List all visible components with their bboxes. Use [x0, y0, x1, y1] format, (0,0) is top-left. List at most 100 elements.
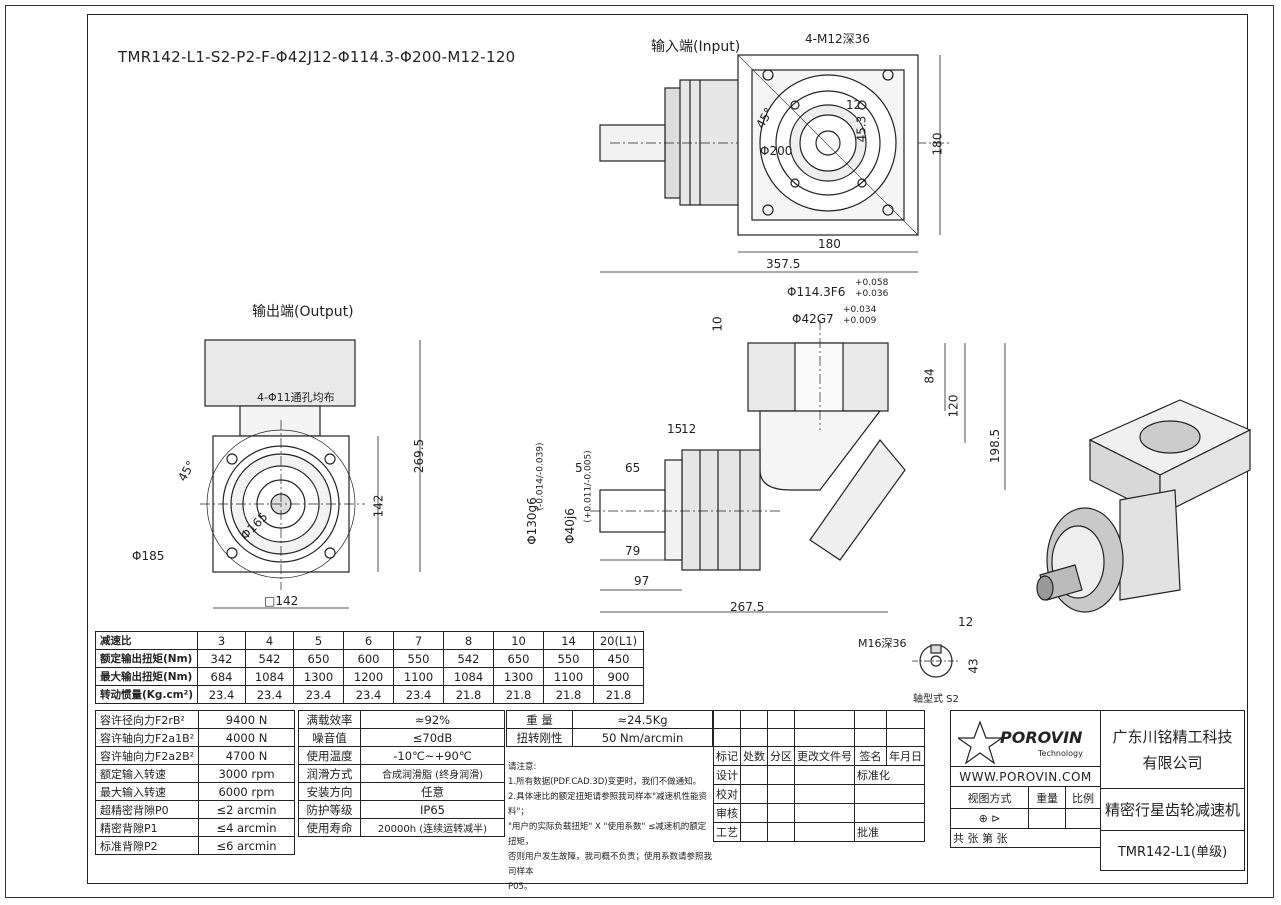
spec-value: 9400 N	[198, 710, 296, 729]
revision-table: 标记处数分区更改文件号签名年月日 设计标准化 校对 审核 工艺批准	[713, 710, 925, 842]
audit-label: 审核	[713, 803, 741, 823]
spec-label: 超精密背隙P0	[94, 800, 200, 819]
ratio-cell: 1200	[343, 667, 395, 686]
rev-header: 分区	[767, 746, 795, 766]
spec-value: 4700 N	[198, 746, 296, 765]
ratio-header-cell: 20(L1)	[593, 631, 645, 650]
ratio-row: 额定输出扭矩(Nm) 342 542 650 600 550 542 650 5…	[94, 649, 645, 668]
spec-label: 最大输入转速	[94, 782, 200, 801]
projection-symbol: ⊕ ⊳	[949, 808, 1030, 829]
spec-label: 使用寿命	[298, 818, 361, 837]
dim-input-bolts: 4-M12深36	[805, 32, 870, 46]
ratio-header-cell: 10	[493, 631, 545, 650]
logo-star-icon	[958, 720, 1004, 765]
dim-side-tol42b: +0.009	[843, 316, 877, 326]
spec-label: 容许轴向力F2a1B²	[94, 728, 200, 747]
notes-line: 否则用户发生故障，我司概不负责；使用系数请参照我司样本	[508, 852, 713, 877]
notes-line: 2.具体速比的额定扭矩请参照我司样本"减速机性能资料"；	[508, 792, 708, 817]
ratio-cell: 转动惯量(Kg.cm²)	[94, 685, 199, 704]
ratio-header-cell: 6	[343, 631, 395, 650]
outer-border	[5, 5, 1274, 898]
ratio-row: 最大输出扭矩(Nm) 684 1084 1300 1200 1100 1084 …	[94, 667, 645, 686]
dim-side-d120: 120	[946, 394, 961, 418]
title-center-table: WWW.POROVIN.COM 视图方式重量比例 ⊕ ⊳ 共 张 第 张	[949, 710, 1101, 848]
dim-side-tol1143b: +0.036	[855, 289, 889, 299]
spec-row: 超精密背隙P0≤2 arcmin	[94, 800, 296, 819]
title-right-table: 广东川铭精工科技 有限公司 精密行星齿轮减速机 TMR142-L1(单级)	[1099, 710, 1246, 871]
ratio-cell: 1100	[393, 667, 445, 686]
notes-line: P05。	[508, 882, 533, 892]
spec-label: 噪音值	[298, 728, 361, 747]
spec-label: 防护等级	[298, 800, 361, 819]
ratio-cell: 21.8	[493, 685, 545, 704]
dim-side-tol130: (-0.014/-0.039)	[535, 442, 546, 511]
rev-header: 更改文件号	[794, 746, 855, 766]
dim-input-d453: 45.3	[854, 115, 869, 143]
product-name: 精密行星齿轮减速机	[1099, 788, 1246, 831]
ratio-cell: 650	[293, 649, 345, 668]
craft-label: 工艺	[713, 822, 741, 842]
dim-side-d5: 5	[575, 461, 583, 475]
ratio-cell: 550	[543, 649, 595, 668]
ratio-cell: 23.4	[197, 685, 247, 704]
dim-side-tol1143a: +0.058	[855, 278, 889, 288]
sheet-count: 共 张 第 张	[950, 828, 1101, 848]
spec-row: 安装方向任意	[298, 782, 505, 801]
dim-side-d79: 79	[625, 544, 641, 558]
weight-col-label: 重量	[1028, 786, 1067, 809]
spec-value: 任意	[360, 782, 505, 801]
view-method-label: 视图方式	[949, 786, 1030, 809]
spec-row: 满载效率≈92%	[298, 710, 505, 729]
ratio-header-cell: 4	[245, 631, 295, 650]
website: WWW.POROVIN.COM	[950, 766, 1101, 787]
company-name-1: 广东川铭精工科技	[1112, 727, 1233, 746]
ratio-cell: 550	[393, 649, 445, 668]
ratio-header-cell: 5	[293, 631, 345, 650]
ratio-cell: 542	[443, 649, 495, 668]
dim-side-d12: 12	[681, 422, 697, 436]
weight-value: ≈24.5Kg	[572, 710, 713, 729]
dim-input-d200: Φ200	[760, 144, 793, 158]
ratio-cell: 21.8	[593, 685, 645, 704]
ratio-cell: 600	[343, 649, 395, 668]
dim-side-d65: 65	[625, 461, 641, 475]
product-code: TMR142-L1(单级)	[1099, 830, 1246, 871]
dim-input-d12: 12	[846, 98, 862, 112]
check-label: 校对	[713, 784, 741, 804]
ratio-header-row: 减速比 3 4 5 6 7 8 10 14 20(L1)	[94, 631, 645, 650]
ratio-cell: 900	[593, 667, 645, 686]
ratio-header-cell: 14	[543, 631, 595, 650]
notes-block: 请注意: 1.所有数据(PDF.CAD.3D)变更时，我们不做通知。 2.具体速…	[508, 760, 712, 895]
spec-value: ≈92%	[360, 710, 505, 729]
shaft-view-label: 轴型式 S2	[913, 694, 959, 705]
rev-header: 处数	[740, 746, 768, 766]
spec-row: 标准背隙P2≤6 arcmin	[94, 836, 296, 855]
dim-input-len: 357.5	[766, 257, 801, 271]
weight-row: 重 量≈24.5Kg	[506, 710, 713, 729]
dim-side-d15: 15	[667, 422, 683, 436]
ratio-cell: 23.4	[293, 685, 345, 704]
company-logo: POROVIN Technology	[958, 716, 1098, 768]
dim-input-h180: 180	[930, 132, 945, 156]
input-view-label: 输入端(Input)	[651, 39, 741, 55]
dim-shaft-d43: 43	[966, 658, 981, 674]
ratio-header-cell: 8	[443, 631, 495, 650]
ratio-cell: 额定输出扭矩(Nm)	[94, 649, 199, 668]
spec-label: 润滑方式	[298, 764, 361, 783]
ratio-cell: 21.8	[543, 685, 595, 704]
dim-side-d1143: Φ114.3F6	[787, 285, 846, 299]
ratio-cell: 450	[593, 649, 645, 668]
dim-side-d1985: 198.5	[988, 428, 1003, 464]
ratio-header-cell: 减速比	[94, 631, 199, 650]
spec-value: 3000 rpm	[198, 764, 296, 783]
dim-output-d185: Φ185	[132, 549, 165, 563]
ratio-header-cell: 7	[393, 631, 445, 650]
dim-shaft-thread: M16深36	[858, 637, 907, 650]
